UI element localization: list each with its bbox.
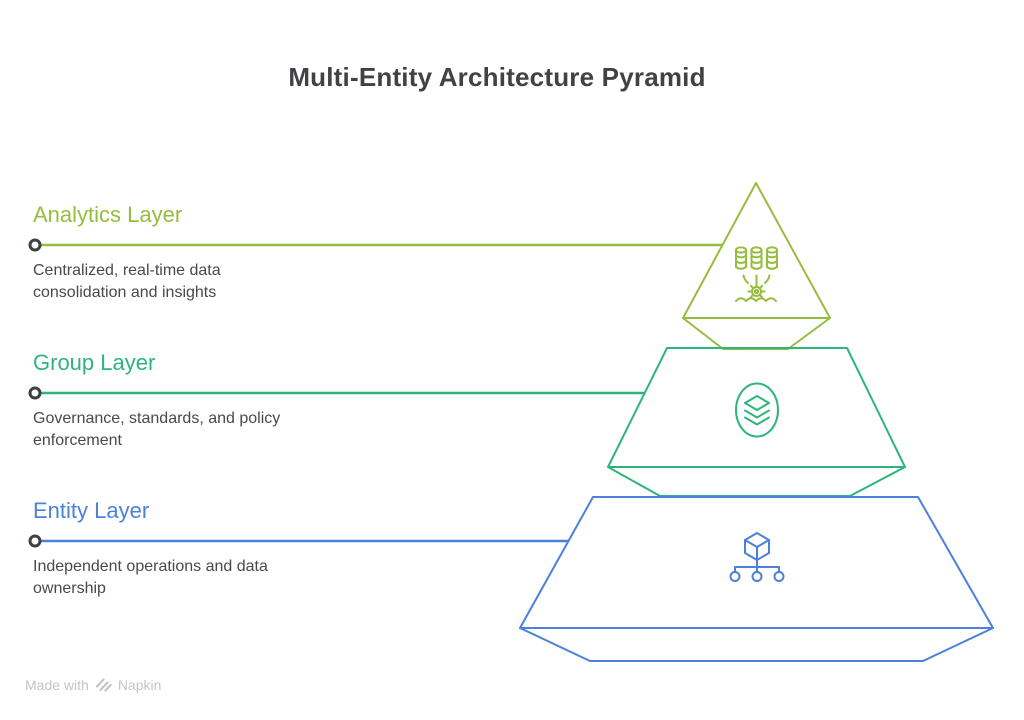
- pyramid-tier-group: [607, 347, 906, 497]
- watermark-prefix: Made with: [25, 677, 89, 693]
- layer-description-analytics: Centralized, real-time data consolidatio…: [33, 262, 221, 301]
- connector-dot-group: [28, 386, 42, 400]
- connector-dot-analytics: [28, 238, 42, 252]
- connector-dot-entity: [28, 534, 42, 548]
- pyramid-tier-entity: [519, 496, 994, 662]
- layer-description-group: Governance, standards, and policy enforc…: [33, 410, 281, 449]
- watermark-brand: Napkin: [117, 677, 162, 693]
- layer-description-entity: Independent operations and data ownershi…: [33, 558, 268, 597]
- cube-hierarchy-icon: [729, 532, 785, 582]
- watermark: Made with Napkin: [25, 677, 161, 693]
- pyramid-tier-analytics: [682, 182, 831, 350]
- layer-label-analytics: Analytics Layer: [33, 202, 183, 227]
- page-title: Multi-Entity Architecture Pyramid: [288, 62, 706, 92]
- layer-label-entity: Entity Layer: [33, 498, 150, 523]
- layers-icon: [735, 382, 779, 438]
- data-consolidation-icon: [735, 246, 778, 302]
- layer-label-group: Group Layer: [33, 350, 156, 375]
- napkin-logo-icon: [95, 678, 112, 692]
- connector-dots: [28, 238, 42, 548]
